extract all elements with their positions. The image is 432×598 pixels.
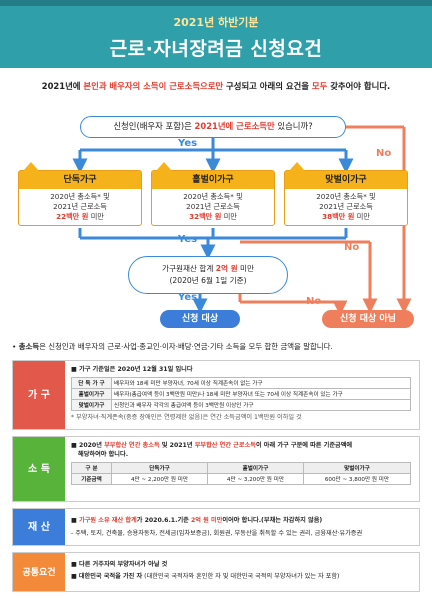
check-icon: ■ [71, 442, 80, 449]
common-line2: ■ 대한민국 국적을 가진 자 (대한민국 국적자와 혼인한 자 및 대한민국 … [71, 573, 340, 580]
question-income-only: 신청인(배우자 포함)은 2021년에 근로소득만 있습니까? [80, 116, 346, 138]
q1-highlight: 2021년에 근로소득만 [194, 121, 275, 131]
household-foot: * 부양자녀·직계존속(중증 장애인은 연령제한 없음)은 연간 소득금액이 1… [71, 414, 302, 421]
card-body: 2020년 총소득* 및 2021년 근로소득 32백만 원 미만 [152, 189, 274, 222]
section-content: ■ 가구원 소유 재산 합계가 2020.6.1.기준 2억 원 미만이어야 합… [71, 516, 415, 538]
card-line2: 2021년 근로소득 [53, 202, 107, 211]
note-term: 총소득 [18, 342, 40, 351]
yes-label-3: Yes [178, 292, 198, 303]
header-top-bar [0, 0, 432, 6]
income-lead: ■ 2020년 부부합산 연간 총소득 및 2021년 부부합산 연간 근로소득… [71, 442, 353, 449]
q2-suffix: 미만 [237, 264, 255, 273]
card-line1: 2020년 총소득* 및 [183, 192, 243, 201]
no-label-1: No [376, 148, 392, 159]
house-icon [156, 162, 172, 171]
section-label: 재 산 [13, 509, 65, 545]
card-line1: 2020년 총소득* 및 [316, 192, 376, 201]
intro-text: 2021년에 본인과 배우자의 소득이 근로소득으로만 구성되고 아래의 요건을… [8, 80, 424, 92]
income-table: 구 분 단독가구 홑벌이가구 맞벌이가구 기준금액 4만 ~ 2,200만 원 … [71, 462, 412, 485]
card-limit: 32백만 원 [189, 212, 222, 221]
q1-prefix: 신청인(배우자 포함)은 [113, 121, 195, 131]
header-banner: 2021년 하반기분 근로·자녀장려금 신청요건 [0, 0, 432, 68]
card-single-household: 단독가구 2020년 총소득* 및 2021년 근로소득 22백만 원 미만 [18, 162, 142, 226]
no-label-3: No [306, 296, 322, 307]
intro-highlight1: 본인과 배우자의 소득이 근로소득으로만 [83, 81, 224, 91]
section-content: ■ 다른 거주자의 부양자녀가 아닐 것 ■ 대한민국 국적을 가진 자 (대한… [71, 560, 415, 581]
section-property: 재 산 ■ 가구원 소유 재산 합계가 2020.6.1.기준 2억 원 미만이… [12, 508, 420, 546]
card-suffix: 미만 [88, 212, 104, 221]
card-dual-earner-household: 맞벌이가구 2020년 총소득* 및 2021년 근로소득 38백만 원 미만 [284, 162, 408, 226]
question-property: 가구원재산 합계 2억 원 미만 (2020년 6월 1일 기준) [128, 256, 288, 294]
card-title: 홑벌이가구 [152, 171, 274, 189]
property-detail: - 주택, 토지, 건축물, 승용자동차, 전세금(임차보증금), 회원권, 부… [71, 530, 363, 537]
card-body: 2020년 총소득* 및 2021년 근로소득 22백만 원 미만 [19, 189, 141, 222]
note-text: 은 신청인과 배우자의 근로·사업·종교인·이자·배당·연금·기타 소득을 모두… [39, 342, 333, 351]
total-income-note: • 총소득은 신청인과 배우자의 근로·사업·종교인·이자·배당·연금·기타 소… [12, 341, 422, 352]
card-title: 단독가구 [19, 171, 141, 189]
section-label: 소 득 [13, 437, 65, 501]
section-label: 공통요건 [13, 553, 65, 591]
q1-suffix: 있습니까? [274, 121, 313, 131]
card-limit: 38백만 원 [322, 212, 355, 221]
section-label: 가 구 [13, 361, 65, 429]
card-line1: 2020년 총소득* 및 [50, 192, 110, 201]
card-title: 맞벌이가구 [285, 171, 407, 189]
intro-highlight2: 모두 [311, 81, 328, 91]
yes-label-2: Yes [178, 234, 198, 245]
check-icon: ■ [71, 561, 80, 568]
property-lead: ■ 가구원 소유 재산 합계가 2020.6.1.기준 2억 원 미만이어야 합… [71, 517, 323, 524]
check-icon: ■ [71, 366, 80, 373]
intro-part3: 갖추어야 합니다. [327, 81, 391, 91]
card-suffix: 미만 [354, 212, 370, 221]
card-single-earner-household: 홑벌이가구 2020년 총소득* 및 2021년 근로소득 32백만 원 미만 [151, 162, 275, 226]
q2-line2: (2020년 6월 1일 기준) [169, 276, 247, 285]
income-lead2: 해당하여야 합니다. [78, 451, 129, 458]
header-subtitle: 2021년 하반기분 [173, 16, 259, 29]
result-eligible: 신청 대상 [160, 310, 240, 328]
no-label-2: No [344, 242, 360, 253]
card-body: 2020년 총소득* 및 2021년 근로소득 38백만 원 미만 [285, 189, 407, 222]
house-icon [23, 162, 39, 171]
card-suffix: 미만 [221, 212, 237, 221]
check-icon: ■ [71, 517, 80, 524]
table-row: 기준금액 4만 ~ 2,200만 원 미만 4만 ~ 3,200만 원 미만 6… [71, 473, 412, 485]
table-header-row: 구 분 단독가구 홑벌이가구 맞벌이가구 [71, 462, 412, 474]
intro-part2: 구성되고 아래의 요건을 [223, 81, 312, 91]
flow-connectors [72, 125, 412, 316]
common-line1: ■ 다른 거주자의 부양자녀가 아닐 것 [71, 561, 168, 568]
section-income: 소 득 ■ 2020년 부부합산 연간 총소득 및 2021년 부부합산 연간 … [12, 436, 420, 502]
section-common: 공통요건 ■ 다른 거주자의 부양자녀가 아닐 것 ■ 대한민국 국적을 가진 … [12, 552, 420, 592]
note-bullet: • [12, 342, 17, 351]
intro-part1: 2021년에 [41, 81, 84, 91]
check-icon: ■ [71, 573, 79, 580]
eligibility-flowchart: 신청인(배우자 포함)은 2021년에 근로소득만 있습니까? Yes No 단… [0, 100, 432, 332]
house-icon [289, 162, 305, 171]
card-limit: 22백만 원 [56, 212, 89, 221]
card-line2: 2021년 근로소득 [186, 202, 240, 211]
q2-prefix: 가구원재산 합계 [161, 264, 216, 273]
household-lead: ■ 가구 기준일은 2020년 12월 31일 입니다 [71, 366, 193, 373]
page-title: 근로·자녀장려금 신청요건 [109, 38, 323, 60]
section-content: ■ 2020년 부부합산 연간 총소득 및 2021년 부부합산 연간 근로소득… [71, 441, 415, 485]
card-line2: 2021년 근로소득 [319, 202, 373, 211]
q2-highlight: 2억 원 [215, 264, 238, 273]
yes-label-1: Yes [178, 138, 198, 149]
result-not-eligible: 신청 대상 아님 [322, 310, 414, 328]
